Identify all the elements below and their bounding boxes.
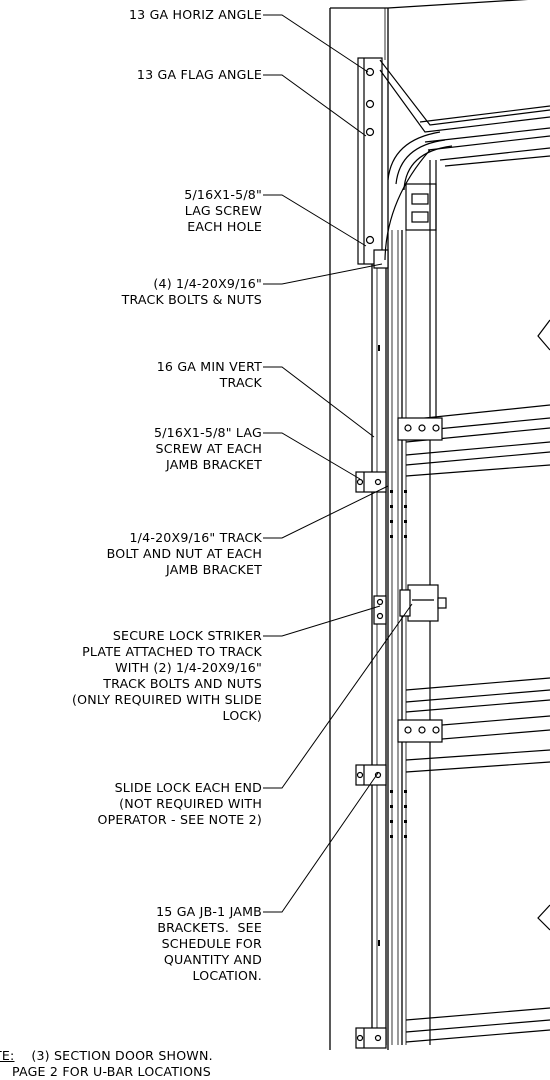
callout-track-bolt-jamb: 1/4-20x9/16" TRACK BOLT AND NUT AT EACH … [106,530,262,577]
leader-lines [263,14,413,913]
callout-flag-angle: 13 GA FLAG ANGLE [136,67,262,82]
note-line-2: PAGE 2 FOR U-BAR LOCATIONS [12,1064,211,1079]
callout-slide-lock: SLIDE LOCK EACH END (NOT REQUIRED WITH O… [97,780,262,827]
callout-lag-screw-hole: 5/16x1-5/8" LAG SCREW EACH HOLE [184,187,262,234]
horizontal-angle [379,59,550,420]
callout-vert-track: 16 GA MIN VERT TRACK [156,359,262,390]
track-holes [378,345,407,946]
note-label: TE: [0,1048,15,1063]
callout-horiz-angle: 13 GA HORIZ ANGLE [128,7,262,22]
callout-lag-screw-jamb: 5/16x1-5/8" LAG SCREW AT EACH JAMB BRACK… [154,425,262,472]
note-line-1: (3) SECTION DOOR SHOWN. [31,1048,213,1063]
note: TE: (3) SECTION DOOR SHOWN.PAGE 2 FOR U-… [0,1048,213,1080]
slide-lock [373,584,447,625]
flag-angle [357,57,389,269]
callout-lock-striker: SECURE LOCK STRIKER PLATE ATTACHED TO TR… [72,628,262,723]
jamb [329,0,529,1050]
callout-jamb-brackets: 15 GA JB-1 JAMB BRACKETS. SEE SCHEDULE F… [156,904,262,983]
vertical-track [371,230,407,1045]
callout-track-bolts: (4) 1/4-20x9/16" TRACK BOLTS & NUTS [121,276,262,307]
jamb-brackets [355,471,387,1049]
